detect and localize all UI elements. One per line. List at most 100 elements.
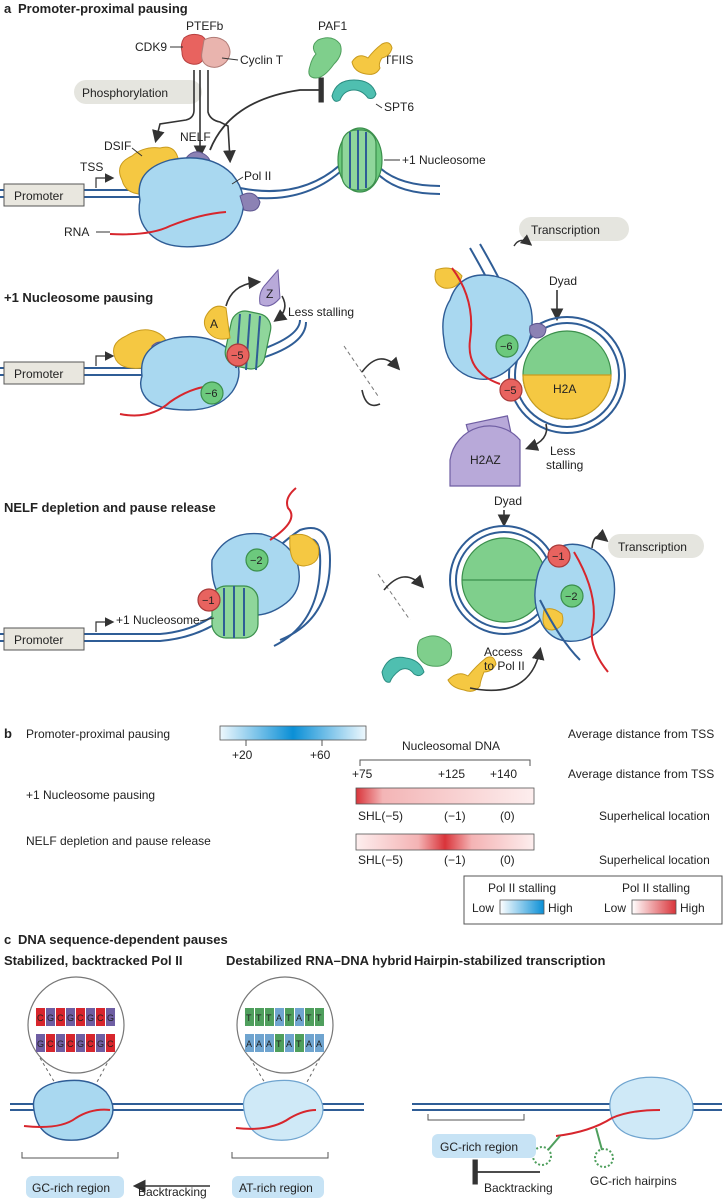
superhelical-label-2: Superhelical location bbox=[599, 853, 710, 867]
row1-label: Promoter-proximal pausing bbox=[26, 727, 170, 741]
shl-minus5-marker-1 bbox=[226, 343, 250, 367]
col1-title: Stabilized, backtracked Pol II bbox=[4, 953, 182, 968]
base-letter: A bbox=[276, 1013, 282, 1023]
base-tile bbox=[86, 1034, 95, 1052]
base-letter: C bbox=[87, 1039, 94, 1049]
row2-shl-3: (0) bbox=[500, 809, 515, 823]
spt6-label: SPT6 bbox=[384, 100, 414, 114]
h2az-label: H2AZ bbox=[470, 453, 501, 467]
base-letter: A bbox=[246, 1039, 252, 1049]
row2-tick-3: +140 bbox=[490, 767, 517, 781]
pol2-complex-2 bbox=[139, 335, 240, 411]
panel-c-title: DNA sequence-dependent pauses bbox=[18, 932, 228, 947]
panel-b-letter: b bbox=[4, 726, 12, 741]
promoter-label-1: Promoter bbox=[14, 189, 63, 203]
row3-heat-bar bbox=[355, 833, 535, 851]
base-letter: T bbox=[276, 1039, 282, 1049]
to-pol2-label: to Pol II bbox=[484, 659, 525, 673]
base-letter: G bbox=[77, 1039, 84, 1049]
base-tile bbox=[285, 1034, 294, 1052]
base-tile bbox=[295, 1008, 304, 1026]
cdk9-label: CDK9 bbox=[135, 40, 167, 54]
paf1-label: PAF1 bbox=[318, 19, 347, 33]
shl-minus2-text-1: −2 bbox=[250, 555, 263, 567]
stalling-label: stalling bbox=[546, 458, 583, 472]
panel-c-letter: c bbox=[4, 932, 11, 947]
row2-tick-2: +125 bbox=[438, 767, 465, 781]
base-letter: G bbox=[67, 1013, 74, 1023]
base-letter: G bbox=[57, 1039, 64, 1049]
base-tile bbox=[56, 1008, 65, 1026]
base-tile bbox=[245, 1034, 254, 1052]
less-stalling-label-1: Less stalling bbox=[288, 305, 354, 319]
legend-low-blue: Low bbox=[472, 901, 494, 915]
pol2-destabilized bbox=[242, 1079, 324, 1141]
shl-minus5-marker-2 bbox=[499, 378, 523, 402]
ptefb-label: PTEFb bbox=[186, 19, 224, 33]
at-region-label: AT-rich region bbox=[239, 1181, 313, 1195]
shl-minus1-marker-2 bbox=[547, 544, 571, 568]
base-tile bbox=[275, 1008, 284, 1026]
base-tile bbox=[76, 1034, 85, 1052]
col2-title: Destabilized RNA–DNA hybrid bbox=[226, 953, 412, 968]
cyclin-t-protein bbox=[201, 36, 231, 68]
base-tile bbox=[36, 1008, 45, 1026]
base-letter: A bbox=[306, 1039, 312, 1049]
legend-low-red: Low bbox=[604, 901, 626, 915]
base-tile bbox=[265, 1034, 274, 1052]
tfiis-label: TFIIS bbox=[384, 53, 413, 67]
dyad-label-1: Dyad bbox=[549, 274, 577, 288]
transcription-badge-2 bbox=[608, 534, 704, 558]
shl-minus2-marker-1 bbox=[245, 548, 269, 572]
plus1-nucleosome-3 bbox=[211, 585, 259, 639]
dsif-label: DSIF bbox=[104, 139, 131, 153]
base-letter: G bbox=[87, 1013, 94, 1023]
plus1-nucleosome-1 bbox=[337, 127, 383, 193]
cyclin-t-label: Cyclin T bbox=[240, 53, 284, 67]
rna-label: RNA bbox=[64, 225, 89, 239]
plus1-nucleosome-label-1: +1 Nucleosome bbox=[402, 153, 486, 167]
sub3-title: NELF depletion and pause release bbox=[4, 500, 216, 515]
gc-region-label-2: GC-rich region bbox=[440, 1140, 518, 1154]
base-letter: C bbox=[97, 1013, 104, 1023]
base-letter: T bbox=[306, 1013, 312, 1023]
base-tile bbox=[255, 1034, 264, 1052]
legend-high-red: High bbox=[680, 901, 705, 915]
base-letter: G bbox=[107, 1013, 114, 1023]
base-letter: A bbox=[256, 1039, 262, 1049]
tss-label: TSS bbox=[80, 160, 103, 174]
promoter-label-3: Promoter bbox=[14, 633, 63, 647]
shl-minus6-text-1: −6 bbox=[205, 388, 218, 400]
col3-title: Hairpin-stabilized transcription bbox=[414, 953, 605, 968]
nucleosomal-dna-label: Nucleosomal DNA bbox=[402, 739, 500, 753]
panel-a-letter: a bbox=[4, 1, 12, 16]
superhelical-label-1: Superhelical location bbox=[599, 809, 710, 823]
base-tile bbox=[255, 1008, 264, 1026]
backtracking-label-1: Backtracking bbox=[138, 1185, 207, 1199]
base-tile bbox=[275, 1034, 284, 1052]
base-letter: T bbox=[256, 1013, 262, 1023]
legend-title-red: Pol II stalling bbox=[622, 881, 690, 895]
row2-tick-1: +75 bbox=[352, 767, 373, 781]
shl-minus6-marker-2 bbox=[495, 334, 519, 358]
base-tile bbox=[106, 1034, 115, 1052]
gc-region-pill-2 bbox=[432, 1134, 536, 1158]
row3-label: NELF depletion and pause release bbox=[26, 834, 211, 848]
base-tile bbox=[56, 1034, 65, 1052]
pol2-complex-3 bbox=[442, 274, 533, 380]
base-tile bbox=[86, 1008, 95, 1026]
shl-minus2-marker-2 bbox=[560, 584, 584, 608]
legend-title-blue: Pol II stalling bbox=[488, 881, 556, 895]
shl-minus6-marker-1 bbox=[200, 381, 224, 405]
nucleosome-side-view-2 bbox=[449, 525, 559, 635]
row2-heat-bar bbox=[355, 787, 535, 805]
access-label: Access bbox=[484, 645, 523, 659]
legend-blue-bar bbox=[499, 899, 545, 915]
base-tile bbox=[76, 1008, 85, 1026]
spt6-protein bbox=[331, 79, 377, 102]
shl-minus1-text-1: −1 bbox=[202, 595, 215, 607]
paf1-protein bbox=[308, 37, 342, 79]
shl-minus1-marker-1 bbox=[197, 588, 221, 612]
base-letter: G bbox=[37, 1039, 44, 1049]
